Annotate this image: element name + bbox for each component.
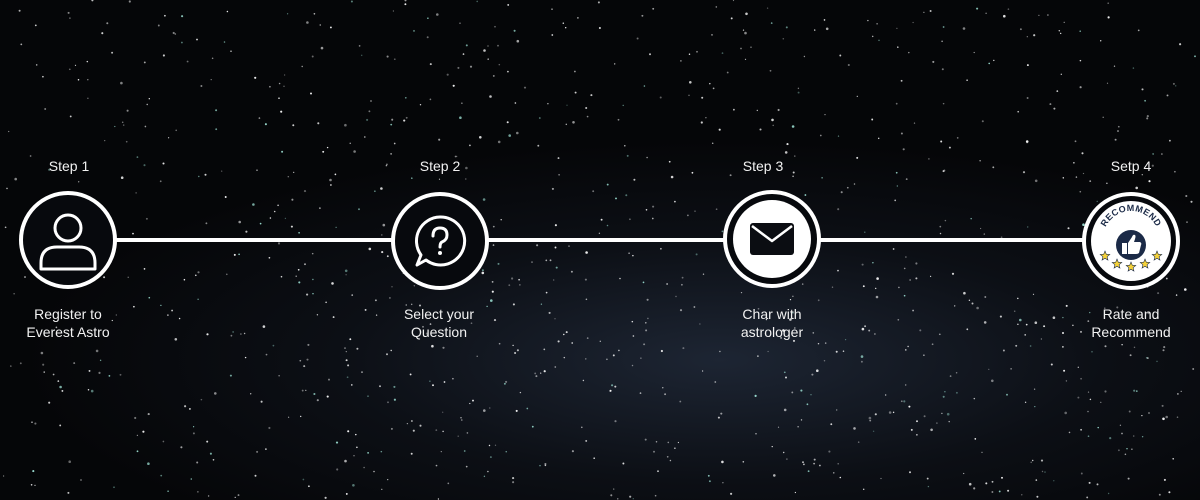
step-1-caption-line1: Register to [34, 306, 102, 322]
step-3-caption: Char with astrologer [697, 305, 847, 341]
step-3-caption-line1: Char with [742, 306, 802, 322]
question-bubble-icon [415, 215, 467, 267]
step-2-caption-line2: Question [410, 324, 468, 340]
envelope-icon [750, 223, 794, 255]
step-4-caption-line1: Rate and [1102, 306, 1160, 322]
step-3-heading: Step 3 [742, 158, 784, 174]
step-4-circle: RECOMMEND [1082, 192, 1180, 290]
star-icon [1125, 261, 1137, 272]
step-3-inner-disc [733, 200, 811, 278]
recommend-badge-text: RECOMMEND [1099, 203, 1164, 228]
step-3-circle [723, 190, 821, 288]
step-1-circle [19, 191, 117, 289]
step-1-heading: Step 1 [48, 158, 90, 174]
step-1-caption-line2: Everest Astro [26, 324, 110, 340]
step-2-caption: Select your Question [364, 305, 514, 341]
recommend-badge: RECOMMEND [1091, 201, 1171, 281]
step-3-caption-line2: astrologer [740, 324, 804, 340]
user-icon [39, 213, 97, 271]
step-1-caption: Register to Everest Astro [0, 305, 143, 341]
step-2-circle [391, 192, 489, 290]
rating-stars [1099, 250, 1163, 272]
star-icon [1139, 258, 1151, 269]
recommend-badge-icon: RECOMMEND [1099, 203, 1164, 272]
step-4-caption: Rate and Recommend [1056, 305, 1200, 341]
star-icon [1111, 258, 1123, 269]
step-2-heading: Step 2 [419, 158, 461, 174]
star-icon [1151, 250, 1163, 261]
step-2-caption-line1: Select your [403, 306, 475, 322]
thumbs-up-icon [1122, 234, 1142, 254]
star-icon [1099, 250, 1111, 261]
step-4-caption-line2: Recommend [1091, 324, 1171, 340]
step-4-heading: Setp 4 [1110, 158, 1152, 174]
